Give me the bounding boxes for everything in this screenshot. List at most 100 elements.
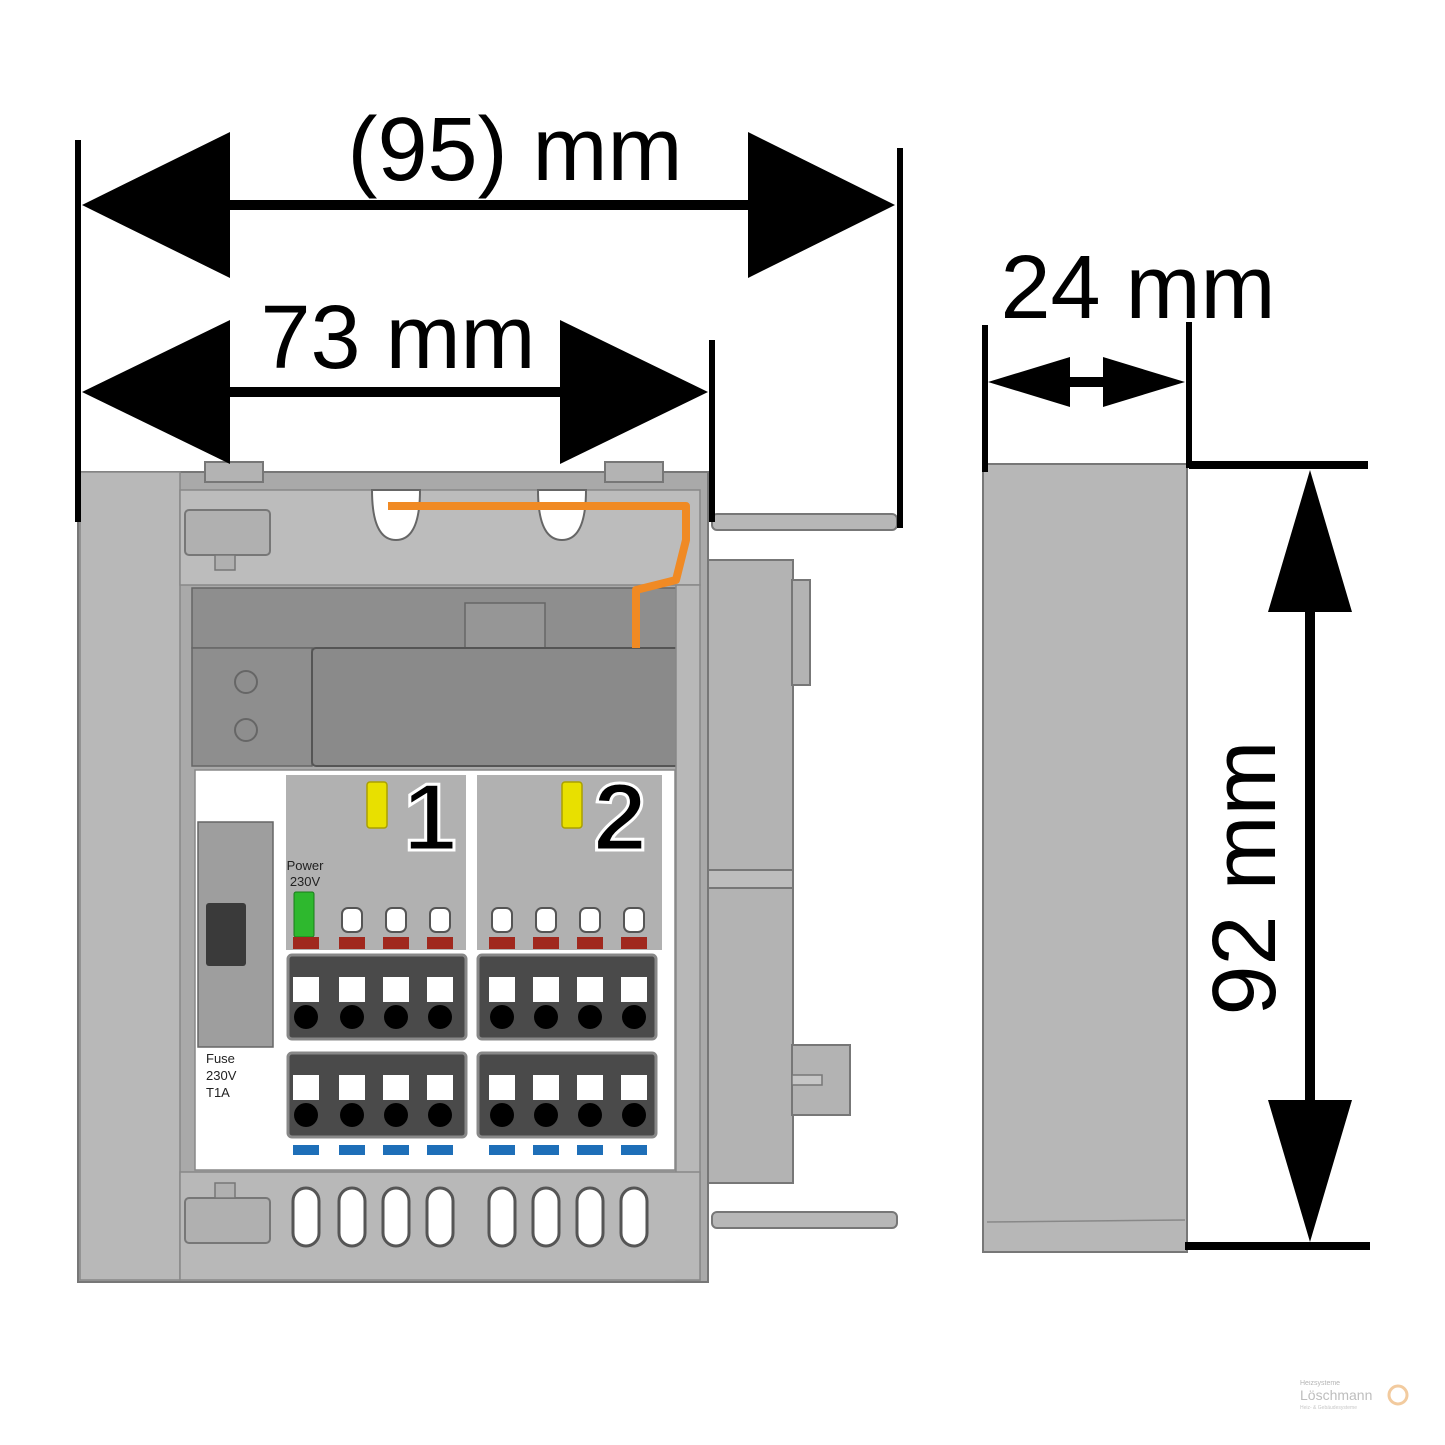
terminal-wire-hole xyxy=(490,1005,514,1029)
terminal-group xyxy=(286,907,658,1155)
terminal-red-marker xyxy=(533,937,559,949)
terminal-release-button[interactable] xyxy=(427,1075,453,1100)
indicator-led xyxy=(623,907,645,933)
vent-slot xyxy=(531,1186,561,1248)
relay-connector xyxy=(464,602,546,649)
terminal-release-button[interactable] xyxy=(577,977,603,1002)
terminal-wire-hole xyxy=(384,1103,408,1127)
power-voltage-label: 230V xyxy=(290,874,321,889)
indicator-led xyxy=(535,907,557,933)
indicator-led xyxy=(385,907,407,933)
terminal-block xyxy=(286,953,468,1041)
right-edge xyxy=(675,584,701,1281)
vent-slot xyxy=(619,1186,649,1248)
terminal-release-button[interactable] xyxy=(293,977,319,1002)
relay-side xyxy=(191,647,313,767)
terminal-wire-hole xyxy=(578,1103,602,1127)
top-tab-right xyxy=(604,461,664,483)
side-tab-slot xyxy=(791,1074,823,1086)
terminal-release-button[interactable] xyxy=(383,1075,409,1100)
watermark-line1: Heizsysteme xyxy=(1300,1380,1340,1387)
terminal-wire-hole xyxy=(294,1005,318,1029)
power-label: Power xyxy=(287,858,325,873)
led-yellow-channel-1 xyxy=(366,781,388,829)
top-latch-tab xyxy=(214,554,236,571)
terminal-release-button[interactable] xyxy=(533,977,559,1002)
dimension-housing-width: 73 mm xyxy=(82,288,715,522)
fuse-voltage-label: 230V xyxy=(206,1068,237,1083)
side-body-lower xyxy=(707,887,794,1184)
watermark-logo-icon xyxy=(1387,1384,1409,1406)
vent-slot xyxy=(337,1186,367,1248)
arrow-left-icon xyxy=(82,320,230,464)
top-latch xyxy=(184,509,271,556)
bottom-pin xyxy=(711,1211,898,1229)
dimension-label-95: (95) mm xyxy=(348,100,683,200)
terminal-blue-marker xyxy=(533,1145,559,1155)
terminal-release-button[interactable] xyxy=(489,977,515,1002)
vent-group xyxy=(291,1186,649,1248)
top-tab-left xyxy=(204,461,264,483)
terminal-release-button[interactable] xyxy=(621,1075,647,1100)
terminal-blue-marker xyxy=(383,1145,409,1155)
arrow-right-icon xyxy=(748,132,895,278)
terminal-red-marker xyxy=(427,937,453,949)
terminal-release-button[interactable] xyxy=(339,977,365,1002)
label-bg-95 xyxy=(310,100,710,200)
terminal-blue-marker xyxy=(489,1145,515,1155)
terminal-release-button[interactable] xyxy=(533,1075,559,1100)
terminal-blue-marker xyxy=(621,1145,647,1155)
screw-hole-lower xyxy=(234,718,258,742)
side-body-upper xyxy=(707,559,794,871)
terminal-release-button[interactable] xyxy=(293,1075,319,1100)
terminal-wire-hole xyxy=(534,1103,558,1127)
vent-slot xyxy=(575,1186,605,1248)
channel-number-2: 2 xyxy=(593,764,646,871)
vent-slot xyxy=(425,1186,455,1248)
dimension-label-73: 73 mm xyxy=(260,288,535,388)
relay-upper xyxy=(191,587,683,649)
label-bg-92 xyxy=(1200,720,1288,1030)
power-led-green xyxy=(293,891,315,938)
vent-slot xyxy=(487,1186,517,1248)
left-rail xyxy=(79,471,181,1281)
screw-hole-upper xyxy=(234,670,258,694)
terminal-release-button[interactable] xyxy=(427,977,453,1002)
bottom-latch-tab xyxy=(214,1182,236,1199)
indicator-led xyxy=(429,907,451,933)
vent-slot xyxy=(381,1186,411,1248)
terminal-block xyxy=(476,1051,658,1139)
terminal-red-marker xyxy=(339,937,365,949)
terminal-blue-marker xyxy=(577,1145,603,1155)
dimension-depth: 24 mm xyxy=(982,238,1276,472)
arrow-left-icon xyxy=(82,132,230,278)
terminal-wire-hole xyxy=(578,1005,602,1029)
orange-wire xyxy=(388,502,690,648)
indicator-led xyxy=(579,907,601,933)
terminal-release-button[interactable] xyxy=(621,977,647,1002)
terminal-wire-hole xyxy=(428,1005,452,1029)
channel-number-1: 1 xyxy=(403,764,456,871)
terminal-block xyxy=(476,953,658,1041)
terminal-release-button[interactable] xyxy=(383,977,409,1002)
arrow-right-icon xyxy=(1103,357,1185,407)
terminal-red-marker xyxy=(293,937,319,949)
terminal-red-marker xyxy=(489,937,515,949)
terminal-release-button[interactable] xyxy=(339,1075,365,1100)
bottom-latch xyxy=(184,1197,271,1244)
terminal-blue-marker xyxy=(293,1145,319,1155)
terminal-wire-hole xyxy=(340,1005,364,1029)
terminal-wire-hole xyxy=(384,1005,408,1029)
side-view-body xyxy=(982,463,1188,1253)
led-yellow-channel-2 xyxy=(561,781,583,829)
watermark: Heizsysteme Löschmann Heiz- & Gebäudesys… xyxy=(1300,1380,1409,1411)
dimension-overall-width: (95) mm xyxy=(75,100,903,528)
top-pin xyxy=(711,513,898,531)
terminal-blue-marker xyxy=(339,1145,365,1155)
terminal-wire-hole xyxy=(340,1103,364,1127)
terminal-release-button[interactable] xyxy=(577,1075,603,1100)
side-seam xyxy=(707,869,794,889)
terminal-release-button[interactable] xyxy=(489,1075,515,1100)
dimension-height: 92 mm xyxy=(1185,461,1370,1250)
